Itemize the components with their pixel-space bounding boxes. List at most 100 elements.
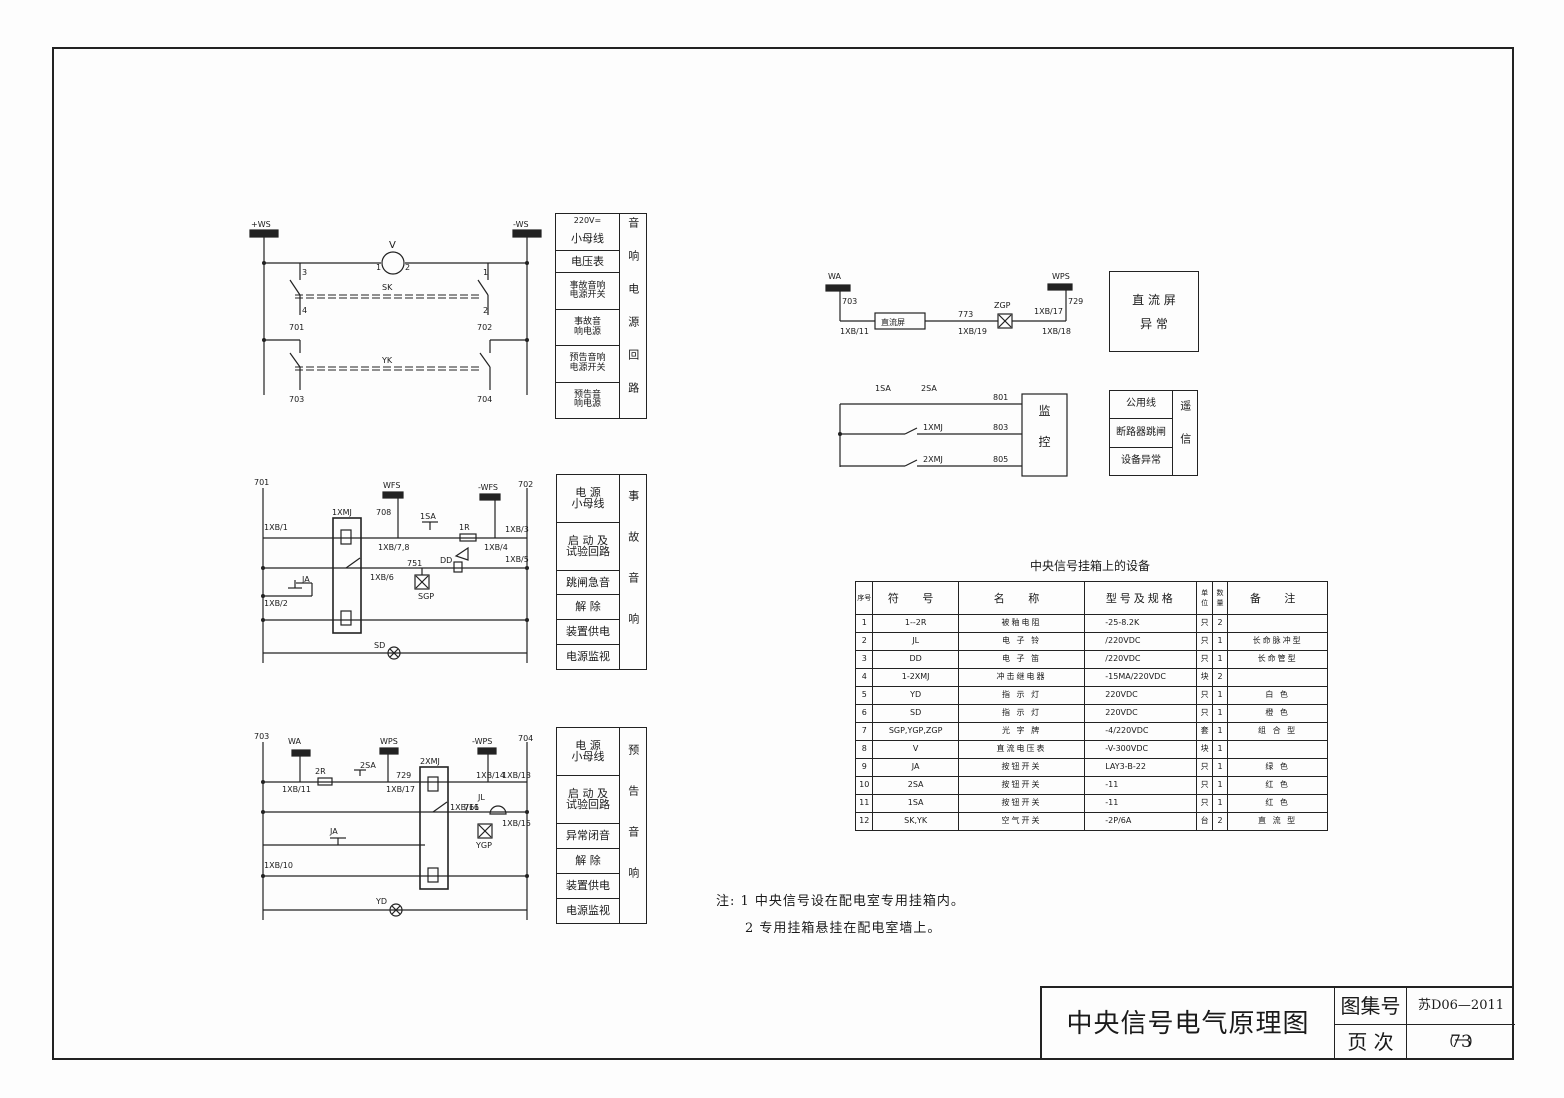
legend-release: 解 除 xyxy=(556,847,620,874)
node-751: 751 xyxy=(407,559,422,568)
equipment-cell: 直 流 型 xyxy=(1227,812,1328,831)
legend-breaker-trip: 断路器跳闸 xyxy=(1109,418,1173,448)
equipment-cell: 电 子 铃 xyxy=(957,632,1086,651)
node-729: 729 xyxy=(396,771,411,780)
legend-warning-power: 预告音 响电源 xyxy=(555,381,620,420)
equipment-cell: -15MA/220VDC xyxy=(1084,668,1198,687)
legend-release: 解 除 xyxy=(556,594,620,621)
drawing-frame xyxy=(52,47,1514,1060)
xmj2-label: 2XMJ xyxy=(923,455,943,464)
equipment-cell: 只 xyxy=(1196,794,1213,813)
wa-label: WA xyxy=(828,272,841,281)
voltmeter-terminal-1: 1 xyxy=(376,263,381,272)
equipment-header-cell: 单位 xyxy=(1196,581,1213,615)
equipment-cell: SK,YK xyxy=(872,812,959,831)
legend-power-monitor: 电源监视 xyxy=(556,897,620,925)
equipment-cell: -2P/6A xyxy=(1084,812,1198,831)
dc-panel-diagram: WA WPS 703 773 729 ZGP 直流屏 1XB/11 1XB/19… xyxy=(825,272,1083,336)
equipment-cell: -25-8.2K xyxy=(1084,614,1198,633)
xb19-label: 1XB/19 xyxy=(958,327,987,336)
power-circuit-diagram: +WS -WS V 1 2 SK YK 701 702 703 704 3 1 … xyxy=(249,220,542,404)
side-label: 遥信 xyxy=(1172,390,1198,476)
sa2-label: 2SA xyxy=(921,384,937,393)
page-value: 73 xyxy=(1450,1032,1472,1052)
side-label: 音响电源回路 xyxy=(619,213,647,419)
power-legend-table: 220V=音响电源回路 小母线 电压表 事故音响 电源开关 事故音 响电源 预告… xyxy=(555,213,647,420)
warning-legend-table: 电 源 小母线预告音响 启 动 及 试验回路 异常闭音 解 除 装置供电 电源监… xyxy=(556,727,647,925)
r2-label: 2R xyxy=(315,767,326,776)
equipment-cell: 被釉电阻 xyxy=(957,614,1086,633)
equipment-cell: V xyxy=(872,740,959,759)
equipment-cell: 1-2XMJ xyxy=(872,668,959,687)
equipment-cell: 只 xyxy=(1196,776,1213,795)
legend-start-test: 启 动 及 试验回路 xyxy=(556,774,620,824)
equipment-cell: 6 xyxy=(854,704,874,723)
equipment-cell: 2 xyxy=(1211,668,1229,687)
node-805: 805 xyxy=(993,455,1008,464)
legend-abnormal-mute: 异常闭音 xyxy=(556,822,620,849)
equipment-header-cell: 符 号 xyxy=(872,581,959,615)
xb5-label: 1XB/5 xyxy=(505,555,529,564)
xb10-label: 1XB/10 xyxy=(264,861,293,870)
legend-voltage: 220V= xyxy=(555,213,620,228)
xb17-label: 1XB/17 xyxy=(386,785,415,794)
equipment-cell: /220VDC xyxy=(1084,632,1198,651)
legend-power-bus: 电 源 小母线 xyxy=(556,727,620,776)
equipment-cell: YD xyxy=(872,686,959,705)
sa1-label: 1SA xyxy=(420,512,436,521)
side-label: 事故音响 xyxy=(619,474,647,670)
wps-label: WPS xyxy=(1052,272,1070,281)
equipment-cell: 1 xyxy=(1211,776,1229,795)
equipment-cell: 1 xyxy=(1211,758,1229,777)
sgp-label: SGP xyxy=(418,592,434,601)
equipment-cell: 电 子 笛 xyxy=(957,650,1086,669)
equipment-cell: 2 xyxy=(854,632,874,651)
equipment-cell: 白 色 xyxy=(1227,686,1328,705)
equipment-cell: 4 xyxy=(854,668,874,687)
equipment-cell xyxy=(1227,668,1328,687)
equipment-cell: 直流电压表 xyxy=(957,740,1086,759)
neg-wps-label: -WPS xyxy=(472,737,492,746)
legend-device-power: 装置供电 xyxy=(556,872,620,899)
equipment-cell: 220VDC xyxy=(1084,704,1198,723)
xb6-label: 1XB/6 xyxy=(370,573,394,582)
accident-sound-diagram: 701 702 WFS -WFS 1XMJ 708 1SA 1R DD 751 … xyxy=(254,478,533,663)
dc-abnormal-box: 直 流 屏 异 常 xyxy=(1109,271,1199,352)
equipment-cell: 1 xyxy=(1211,650,1229,669)
equipment-cell: 1 xyxy=(1211,704,1229,723)
node-704: 704 xyxy=(477,395,492,404)
xb14-label: 1XB/14 xyxy=(476,771,505,780)
xb16-label: 1XB/16 xyxy=(450,803,479,812)
equipment-cell: -11 xyxy=(1084,776,1198,795)
equipment-cell xyxy=(1227,614,1328,633)
equipment-cell: 7 xyxy=(854,722,874,741)
node-703: 703 xyxy=(289,395,304,404)
node-702: 702 xyxy=(477,323,492,332)
sk-label: SK xyxy=(382,283,393,292)
equipment-cell: 块 xyxy=(1196,668,1213,687)
legend-equipment-abnormal: 设备异常 xyxy=(1109,446,1173,477)
node-701: 701 xyxy=(254,478,269,487)
ja-label: JA xyxy=(301,575,310,584)
equipment-cell: 10 xyxy=(854,776,874,795)
equipment-cell xyxy=(1227,740,1328,759)
voltmeter-label: V xyxy=(389,240,396,251)
note-2: 2 专用挂箱悬挂在配电室墙上。 xyxy=(745,921,942,936)
equipment-header-cell: 备 注 xyxy=(1227,581,1328,615)
xmj1-label: 1XMJ xyxy=(923,423,943,432)
equipment-cell: 指 示 灯 xyxy=(957,686,1086,705)
equipment-cell: 1 xyxy=(1211,632,1229,651)
jl-label: JL xyxy=(477,793,485,802)
xb18-label: 1XB/18 xyxy=(1042,327,1071,336)
legend-bus: 小母线 xyxy=(555,228,620,251)
legend-power-bus: 电 源 小母线 xyxy=(556,474,620,523)
legend-device-power: 装置供电 xyxy=(556,619,620,646)
sa1-label: 1SA xyxy=(875,384,891,393)
neg-bus-label: -WS xyxy=(513,220,529,229)
wfs-label: WFS xyxy=(383,481,400,490)
